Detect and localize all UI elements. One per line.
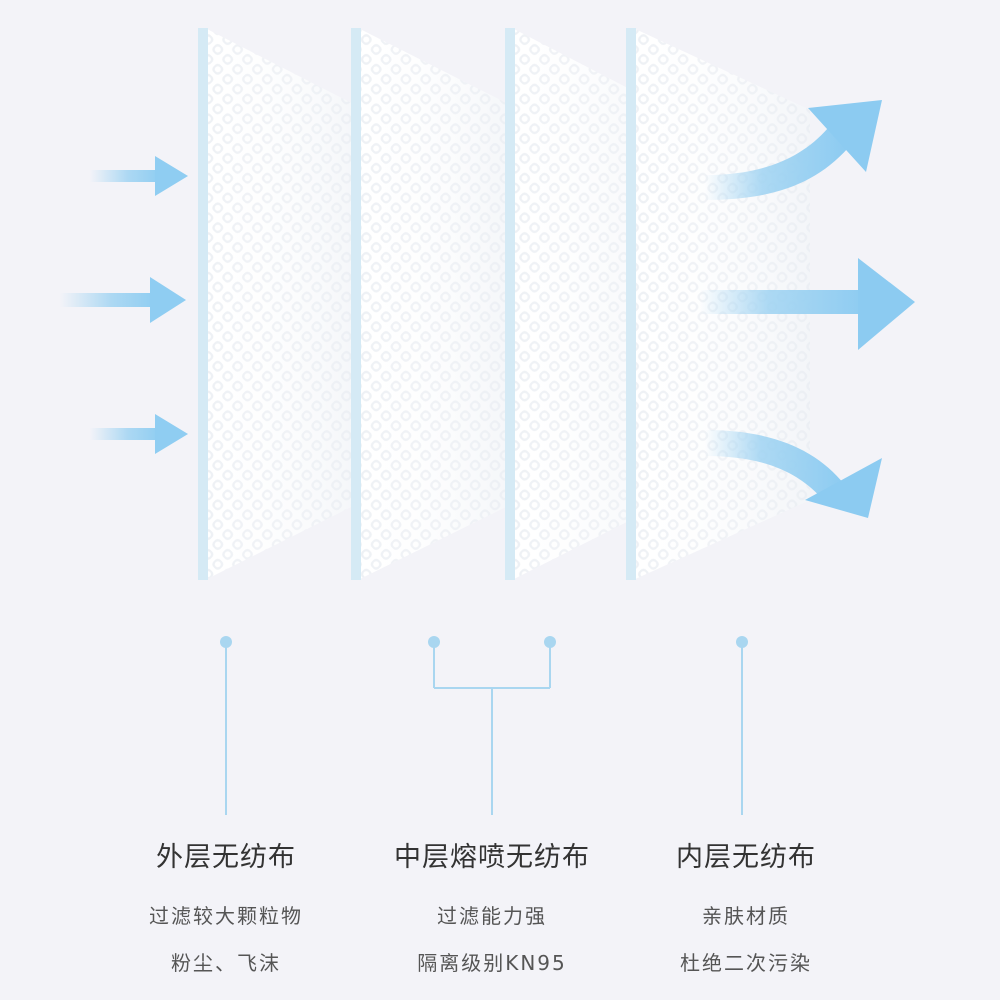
connector-outer <box>220 636 232 815</box>
layer-label-inner: 内层无纺布 亲肤材质 杜绝二次污染 <box>616 835 876 994</box>
connector-middle <box>428 636 556 815</box>
layer-description: 亲肤材质 <box>616 900 876 929</box>
layer-title: 内层无纺布 <box>616 835 876 874</box>
connector-dot <box>544 636 556 648</box>
layer-description: 过滤能力强 <box>362 900 622 929</box>
layer-label-outer: 外层无纺布 过滤较大颗粒物 粉尘、飞沫 <box>96 835 356 994</box>
layer-description: 隔离级别KN95 <box>362 947 622 976</box>
layer-description: 粉尘、飞沫 <box>96 947 356 976</box>
incoming-arrow-bottom <box>90 414 188 454</box>
layer-title: 中层熔喷无纺布 <box>362 835 622 874</box>
connector-inner <box>736 636 748 815</box>
connector-dot <box>220 636 232 648</box>
connector-dot <box>428 636 440 648</box>
incoming-arrow-top <box>90 156 188 196</box>
incoming-arrow-middle <box>60 277 186 323</box>
filter-sheet-middle-1 <box>351 28 520 580</box>
layer-description: 过滤较大颗粒物 <box>96 900 356 929</box>
filter-sheet-outer <box>198 28 365 580</box>
layer-description: 杜绝二次污染 <box>616 947 876 976</box>
layer-title: 外层无纺布 <box>96 835 356 874</box>
connector-dot <box>736 636 748 648</box>
layer-label-middle: 中层熔喷无纺布 过滤能力强 隔离级别KN95 <box>362 835 622 994</box>
